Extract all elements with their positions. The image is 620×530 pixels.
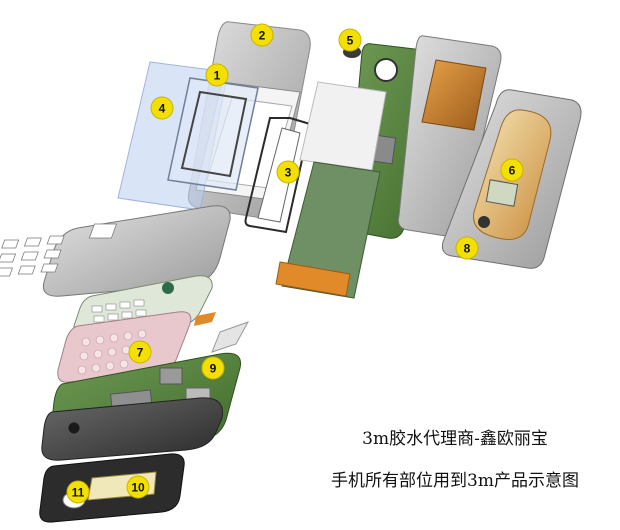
lower-front-housing: [0, 205, 231, 297]
lower-back-housing: [41, 397, 224, 461]
callout-marker-label: 3: [285, 166, 292, 180]
callout-marker-label: 9: [210, 362, 217, 376]
callout-marker-1: 1: [205, 63, 229, 87]
callout-marker-label: 7: [137, 346, 144, 360]
callout-marker-circle: [455, 236, 479, 260]
dome-sheet: [57, 311, 250, 383]
callout-marker-circle: [205, 63, 229, 87]
callout-marker-4: 4: [150, 96, 174, 120]
lcd-module: [275, 161, 381, 299]
callout-marker-circle: [276, 160, 300, 184]
display-lens-glass: [167, 77, 259, 191]
callout-marker-11: 11: [66, 480, 90, 504]
callout-marker-6: 6: [500, 158, 524, 182]
callout-marker-label: 5: [347, 34, 354, 48]
callout-marker-circle: [126, 475, 150, 499]
callout-marker-7: 7: [128, 340, 152, 364]
callout-marker-circle: [66, 480, 90, 504]
callout-marker-10: 10: [126, 475, 150, 499]
caption-distributor-line: 3m胶水代理商-鑫欧丽宝: [362, 429, 548, 449]
callout-marker-circle: [338, 28, 362, 52]
callout-marker-label: 4: [159, 102, 166, 116]
callout-marker-circle: [201, 356, 225, 380]
callout-marker-5: 5: [338, 28, 362, 52]
callout-marker-8: 8: [455, 236, 479, 260]
callout-marker-circle: [250, 23, 274, 47]
callout-marker-label: 2: [259, 29, 266, 43]
battery-pack: [39, 453, 185, 523]
white-shield-sheet: [299, 81, 387, 171]
callout-marker-label: 6: [509, 164, 516, 178]
callout-marker-circle: [500, 158, 524, 182]
callout-marker-label: 10: [131, 481, 145, 495]
callout-marker-3: 3: [276, 160, 300, 184]
caption-diagram-title: 手机所有部位用到3m产品示意图: [331, 471, 579, 491]
callout-marker-circle: [128, 340, 152, 364]
callout-marker-2: 2: [250, 23, 274, 47]
callout-marker-label: 1: [214, 69, 221, 83]
callout-marker-label: 8: [464, 242, 471, 256]
callout-marker-9: 9: [201, 356, 225, 380]
callout-marker-circle: [150, 96, 174, 120]
callout-marker-label: 11: [72, 486, 85, 500]
flip-back-cover: [397, 35, 502, 237]
